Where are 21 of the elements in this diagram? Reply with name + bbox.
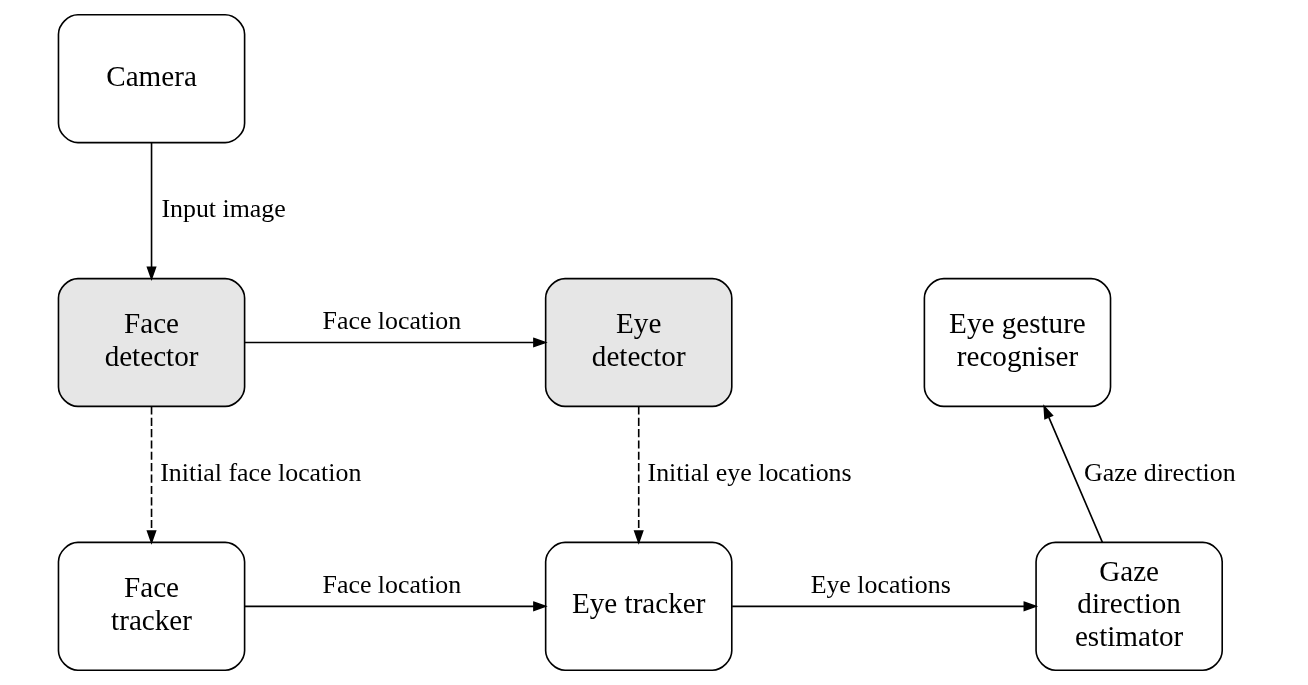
arrow [145,405,157,545]
arrow [633,405,644,545]
edge-label: Eye locations [810,570,951,600]
node-box: Camera [57,13,245,144]
edge-label: Gaze direction [1083,457,1236,487]
edge-label: Initial face location [159,457,361,487]
edge-label: Face location [322,306,461,336]
node-box: Gaze direction estimator [1034,541,1223,672]
node-box: Face tracker [57,541,245,672]
arrow [730,601,1038,612]
node-box: Eye tracker [544,541,733,672]
arrow [243,337,548,348]
edge-label: Face location [322,570,461,600]
arrow [145,141,157,281]
arrow [1042,404,1103,544]
node-box: Face detector [57,277,245,408]
node-box: Eye detector [544,277,733,408]
edge-label: Initial eye locations [647,457,852,487]
edge-label: Input image [160,193,286,223]
arrow [243,601,548,612]
node-box: Eye gesture recogniser [923,277,1111,408]
